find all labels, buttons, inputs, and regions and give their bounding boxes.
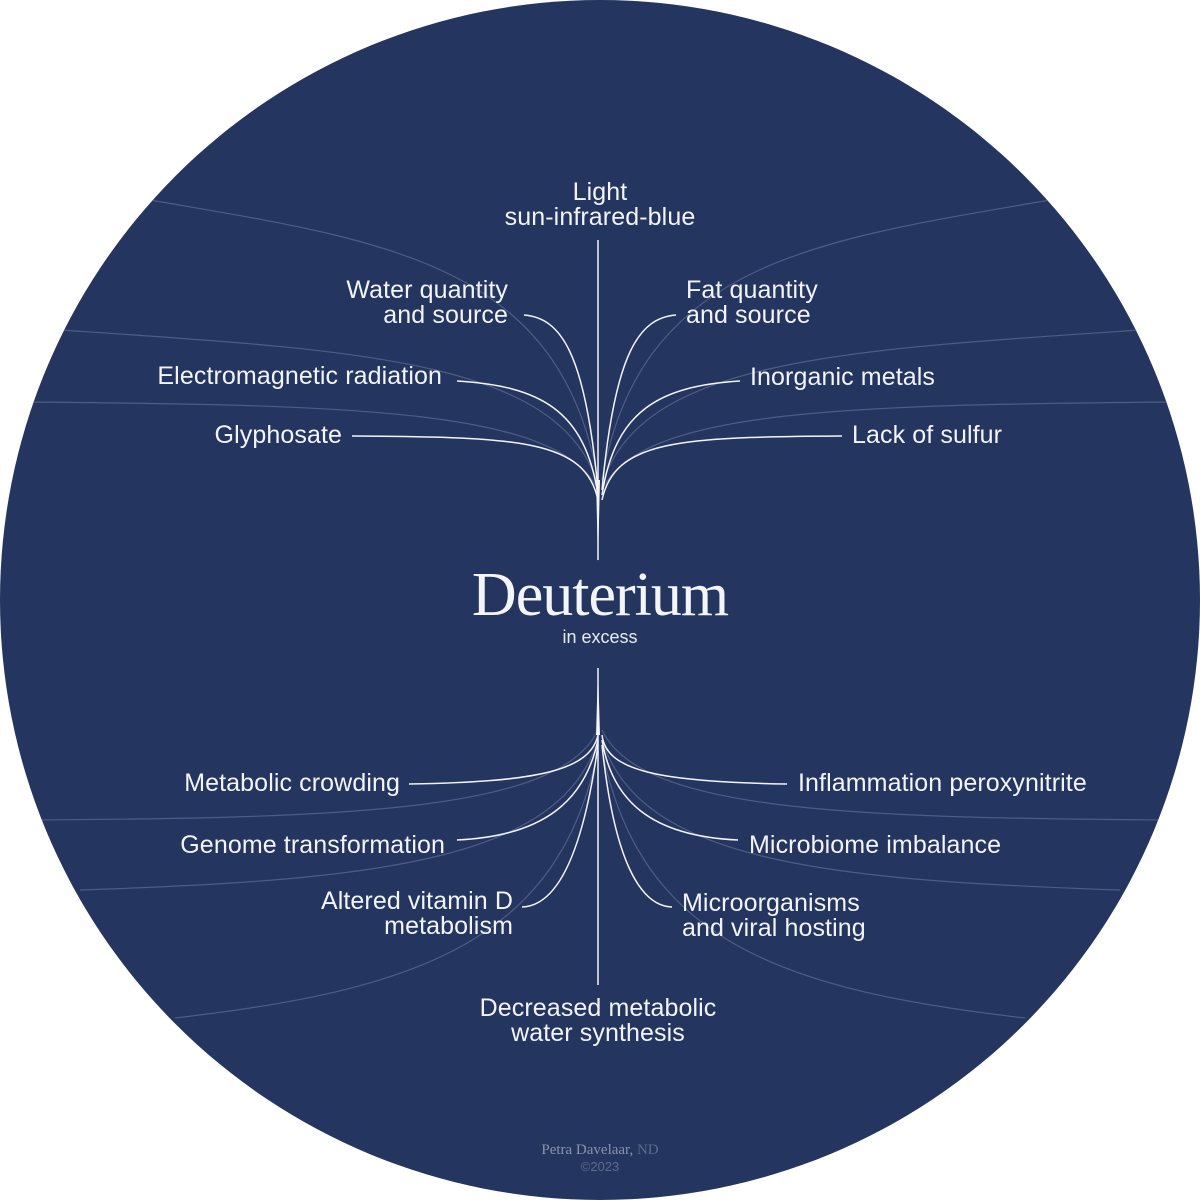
cause-water-line1: Water quantity <box>346 276 508 304</box>
author-credit: Petra Davelaar, ND <box>0 1142 1200 1159</box>
cause-sulfur-label: Lack of sulfur <box>852 421 1003 449</box>
cause-water: Water quantity and source <box>260 278 508 328</box>
effect-microbiome: Microbiome imbalance <box>749 833 1001 858</box>
cause-metals: Inorganic metals <box>750 365 935 390</box>
cause-fat-line2: and source <box>686 301 811 329</box>
cause-light-line2: sun-infrared-blue <box>504 203 696 231</box>
author-suffix: ND <box>636 1142 659 1158</box>
effect-water-synthesis-line1: Decreased metabolic <box>479 994 717 1022</box>
diagram-subtitle: in excess <box>562 627 638 647</box>
diagram-title: Deuterium <box>471 561 729 629</box>
cause-fat-line1: Fat quantity <box>686 276 818 304</box>
effect-crowding: Metabolic crowding <box>60 771 400 796</box>
effect-connectors <box>408 668 788 985</box>
effect-microbiome-label: Microbiome imbalance <box>749 831 1002 859</box>
author-name: Petra Davelaar, <box>541 1142 634 1158</box>
cause-glyphosate-label: Glyphosate <box>214 421 342 449</box>
cause-emr: Electromagnetic radiation <box>40 364 442 389</box>
cause-connectors <box>351 240 843 562</box>
effect-water-synthesis: Decreased metabolic water synthesis <box>400 996 796 1046</box>
effect-vitd-line1: Altered vitamin D <box>320 887 513 915</box>
effect-microorganisms-line2: and viral hosting <box>682 914 866 942</box>
effect-inflammation: Inflammation peroxynitrite <box>798 771 1087 796</box>
cause-glyphosate: Glyphosate <box>100 423 342 448</box>
effect-vitd: Altered vitamin D metabolism <box>250 889 513 939</box>
effect-microorganisms: Microorganisms and viral hosting <box>682 891 866 941</box>
effect-microorganisms-line1: Microorganisms <box>682 889 860 917</box>
effect-water-synthesis-line2: water synthesis <box>511 1019 685 1047</box>
effect-genome: Genome transformation <box>60 833 445 858</box>
copyright: ©2023 <box>580 1159 620 1174</box>
cause-water-line2: and source <box>383 301 508 329</box>
effect-inflammation-label: Inflammation peroxynitrite <box>798 769 1087 797</box>
cause-sulfur: Lack of sulfur <box>852 423 1002 448</box>
cause-light-line1: Light <box>572 178 628 206</box>
cause-emr-label: Electromagnetic radiation <box>157 362 442 390</box>
effect-vitd-line2: metabolism <box>384 912 513 940</box>
effect-crowding-label: Metabolic crowding <box>184 769 400 797</box>
cause-light: Light sun-infrared-blue <box>450 180 750 230</box>
cause-fat: Fat quantity and source <box>686 278 818 328</box>
faint-lines-bottom <box>29 729 1171 1019</box>
cause-metals-label: Inorganic metals <box>750 363 936 391</box>
faint-lines-top <box>29 199 1171 491</box>
effect-genome-label: Genome transformation <box>180 831 445 859</box>
